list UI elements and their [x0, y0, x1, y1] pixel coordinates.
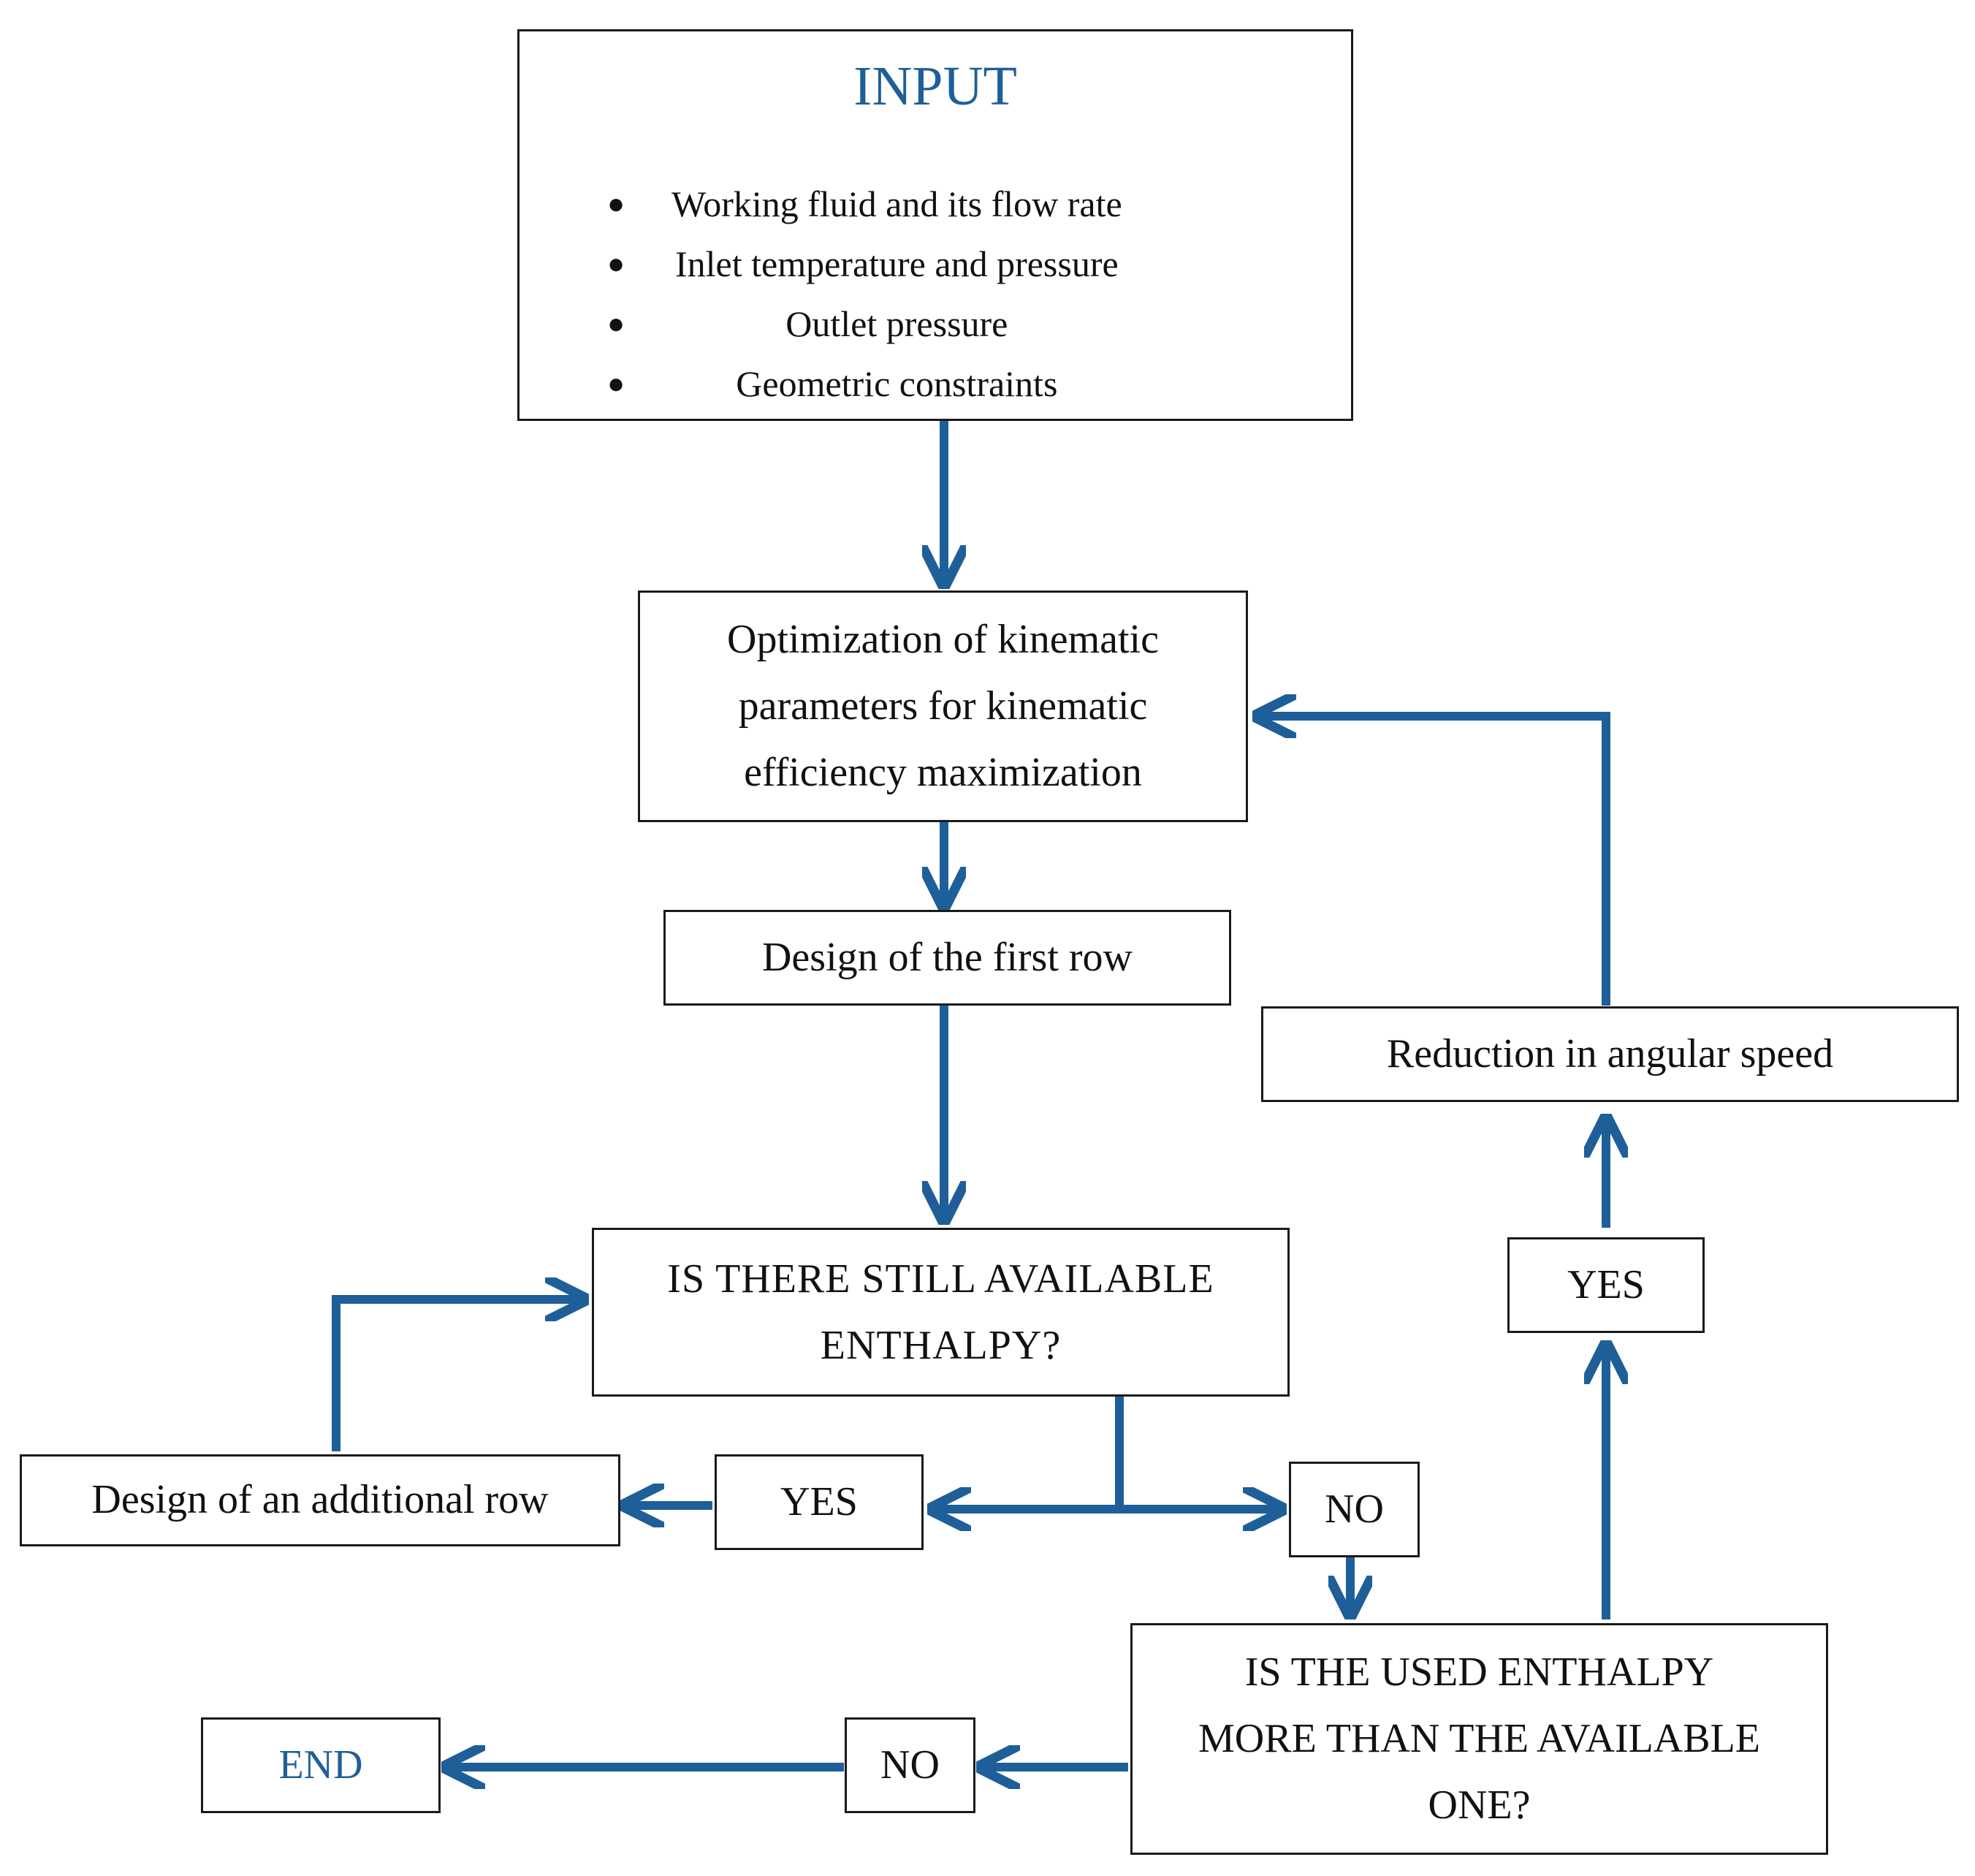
additional-row-label: Design of an additional row [91, 1477, 549, 1523]
yes-label-left: YES [715, 1454, 924, 1550]
enthalpy-decision-line-2: ENTHALPY? [820, 1322, 1062, 1368]
no-right-text: NO [1325, 1486, 1384, 1532]
first-row-box: Design of the first row [663, 910, 1231, 1006]
optimization-box: Optimization of kinematic parameters for… [638, 590, 1248, 822]
first-row-label: Design of the first row [761, 934, 1133, 980]
bullet-icon: ● [607, 247, 625, 280]
optimization-line-1: Optimization of kinematic [727, 617, 1159, 663]
input-box: INPUT ●Working fluid and its flow rate ●… [517, 29, 1353, 421]
input-item: ●Outlet pressure [607, 294, 1122, 354]
enthalpy-decision-line-1: IS THERE STILL AVAILABLE [667, 1256, 1214, 1302]
bullet-icon: ● [607, 187, 625, 220]
input-list: ●Working fluid and its flow rate ●Inlet … [607, 174, 1122, 414]
used-decision-line-1: IS THE USED ENTHALPY [1244, 1649, 1714, 1695]
yes-label-up: YES [1507, 1237, 1705, 1333]
arrow-additional-row-loop [332, 1299, 585, 1451]
input-item: ●Working fluid and its flow rate [607, 174, 1122, 234]
no-label-right: NO [1289, 1462, 1420, 1557]
input-title: INPUT [853, 56, 1017, 117]
optimization-line-2: parameters for kinematic [738, 683, 1148, 729]
reduction-box: Reduction in angular speed [1261, 1006, 1959, 1102]
used-vs-available-decision: IS THE USED ENTHALPY MORE THAN THE AVAIL… [1130, 1623, 1828, 1855]
bullet-icon: ● [607, 307, 625, 340]
reduction-label: Reduction in angular speed [1386, 1030, 1834, 1076]
end-box: END [201, 1717, 441, 1813]
no-left-text: NO [880, 1742, 940, 1788]
no-label-left: NO [845, 1717, 975, 1813]
input-item: ●Geometric constraints [607, 354, 1122, 414]
arrow-reduction-to-optimization [1257, 716, 1610, 1006]
optimization-line-3: efficiency maximization [744, 749, 1142, 795]
additional-row-box: Design of an additional row [20, 1454, 620, 1546]
used-decision-line-2: MORE THAN THE AVAILABLE [1198, 1716, 1760, 1762]
bullet-icon: ● [607, 367, 625, 400]
enthalpy-available-decision: IS THERE STILL AVAILABLE ENTHALPY? [592, 1228, 1290, 1397]
used-decision-line-3: ONE? [1428, 1782, 1531, 1828]
yes-left-text: YES [780, 1478, 858, 1524]
input-item: ●Inlet temperature and pressure [607, 234, 1122, 294]
end-label: END [278, 1742, 363, 1788]
yes-up-text: YES [1567, 1261, 1645, 1307]
